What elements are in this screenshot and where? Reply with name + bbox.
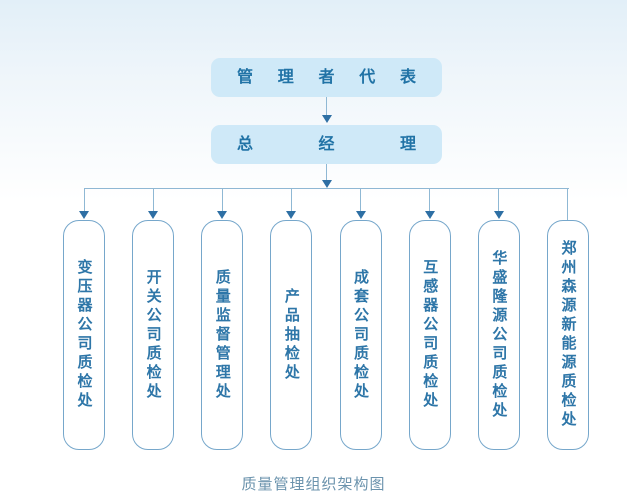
org-node-department: 郑州森源新能源质检处 bbox=[546, 220, 589, 450]
connector-drop-line bbox=[567, 188, 569, 220]
arrow-down-icon bbox=[79, 211, 89, 219]
org-node-management-representative: 管理者代表 bbox=[211, 58, 442, 97]
department-label: 华盛隆源公司质检处 bbox=[490, 249, 508, 421]
department-label: 质量监督管理处 bbox=[213, 268, 231, 402]
department-label: 开关公司质检处 bbox=[144, 268, 162, 402]
arrow-down-icon bbox=[321, 180, 332, 188]
connector-manager-to-branch-line bbox=[326, 164, 327, 180]
connector-drop-line bbox=[221, 188, 223, 211]
connector-drop-line bbox=[290, 188, 292, 211]
arrow-down-icon bbox=[355, 211, 366, 219]
connector-drop-line bbox=[360, 188, 362, 211]
connector-drop-line bbox=[152, 188, 154, 211]
org-node-department: 变压器公司质检处 bbox=[63, 220, 105, 450]
arrow-down-icon bbox=[217, 211, 228, 219]
department-label: 产品抽检处 bbox=[282, 287, 300, 383]
org-node-department: 成套公司质检处 bbox=[339, 220, 382, 450]
arrow-down-icon bbox=[424, 211, 435, 219]
org-node-department: 互感器公司质检处 bbox=[408, 220, 451, 450]
arrow-down-icon bbox=[321, 115, 332, 123]
org-node-general-manager: 总经理 bbox=[211, 125, 442, 164]
org-node-department: 华盛隆源公司质检处 bbox=[477, 220, 520, 450]
connector-drop-line bbox=[498, 188, 500, 211]
arrow-down-icon bbox=[148, 211, 159, 219]
department-label: 成套公司质检处 bbox=[352, 268, 370, 402]
connector-root-to-manager-line bbox=[326, 97, 327, 115]
org-node-department: 开关公司质检处 bbox=[132, 220, 175, 450]
chart-caption: 质量管理组织架构图 bbox=[241, 476, 386, 493]
org-node-department: 产品抽检处 bbox=[270, 220, 313, 450]
branch-distribution-line bbox=[84, 188, 569, 189]
org-node-department: 质量监督管理处 bbox=[201, 220, 244, 450]
connector-drop-line bbox=[429, 188, 431, 211]
arrow-down-icon bbox=[493, 211, 504, 219]
department-label: 郑州森源新能源质检处 bbox=[559, 240, 577, 430]
department-label: 互感器公司质检处 bbox=[421, 259, 439, 411]
connector-drop-line bbox=[83, 188, 85, 211]
arrow-down-icon bbox=[286, 211, 297, 219]
department-label: 变压器公司质检处 bbox=[75, 259, 93, 411]
